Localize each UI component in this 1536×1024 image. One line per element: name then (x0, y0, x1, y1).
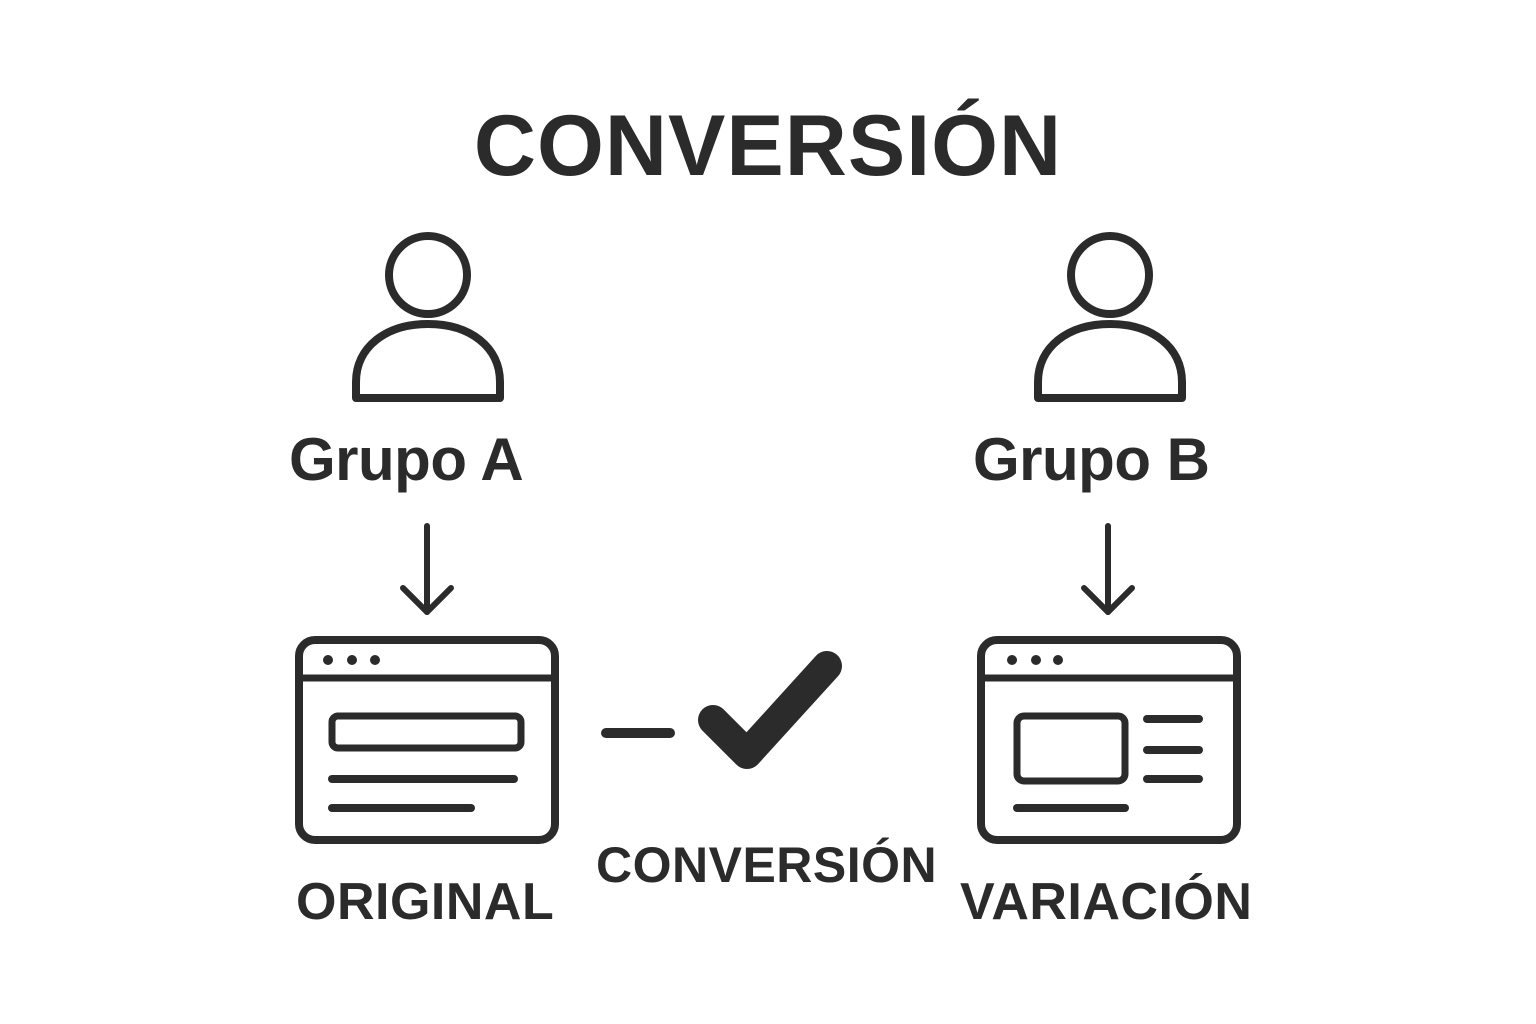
original-label: ORIGINAL (296, 873, 555, 931)
group-b-label: Grupo B (973, 426, 1210, 493)
variation-label: VARIACIÓN (960, 873, 1253, 931)
diagram-title: CONVERSIÓN (473, 98, 1063, 194)
arrow-down-icon (1081, 523, 1135, 615)
arrow-down-icon (400, 523, 454, 615)
browser-window-variation-icon (977, 636, 1241, 844)
dash-line (601, 728, 675, 738)
user-icon (1034, 232, 1186, 402)
browser-window-original-icon (295, 636, 559, 844)
group-a-label: Grupo A (289, 426, 524, 493)
conversion-result-label: CONVERSIÓN (596, 837, 938, 893)
user-icon (352, 232, 504, 402)
checkmark-icon (698, 651, 842, 769)
